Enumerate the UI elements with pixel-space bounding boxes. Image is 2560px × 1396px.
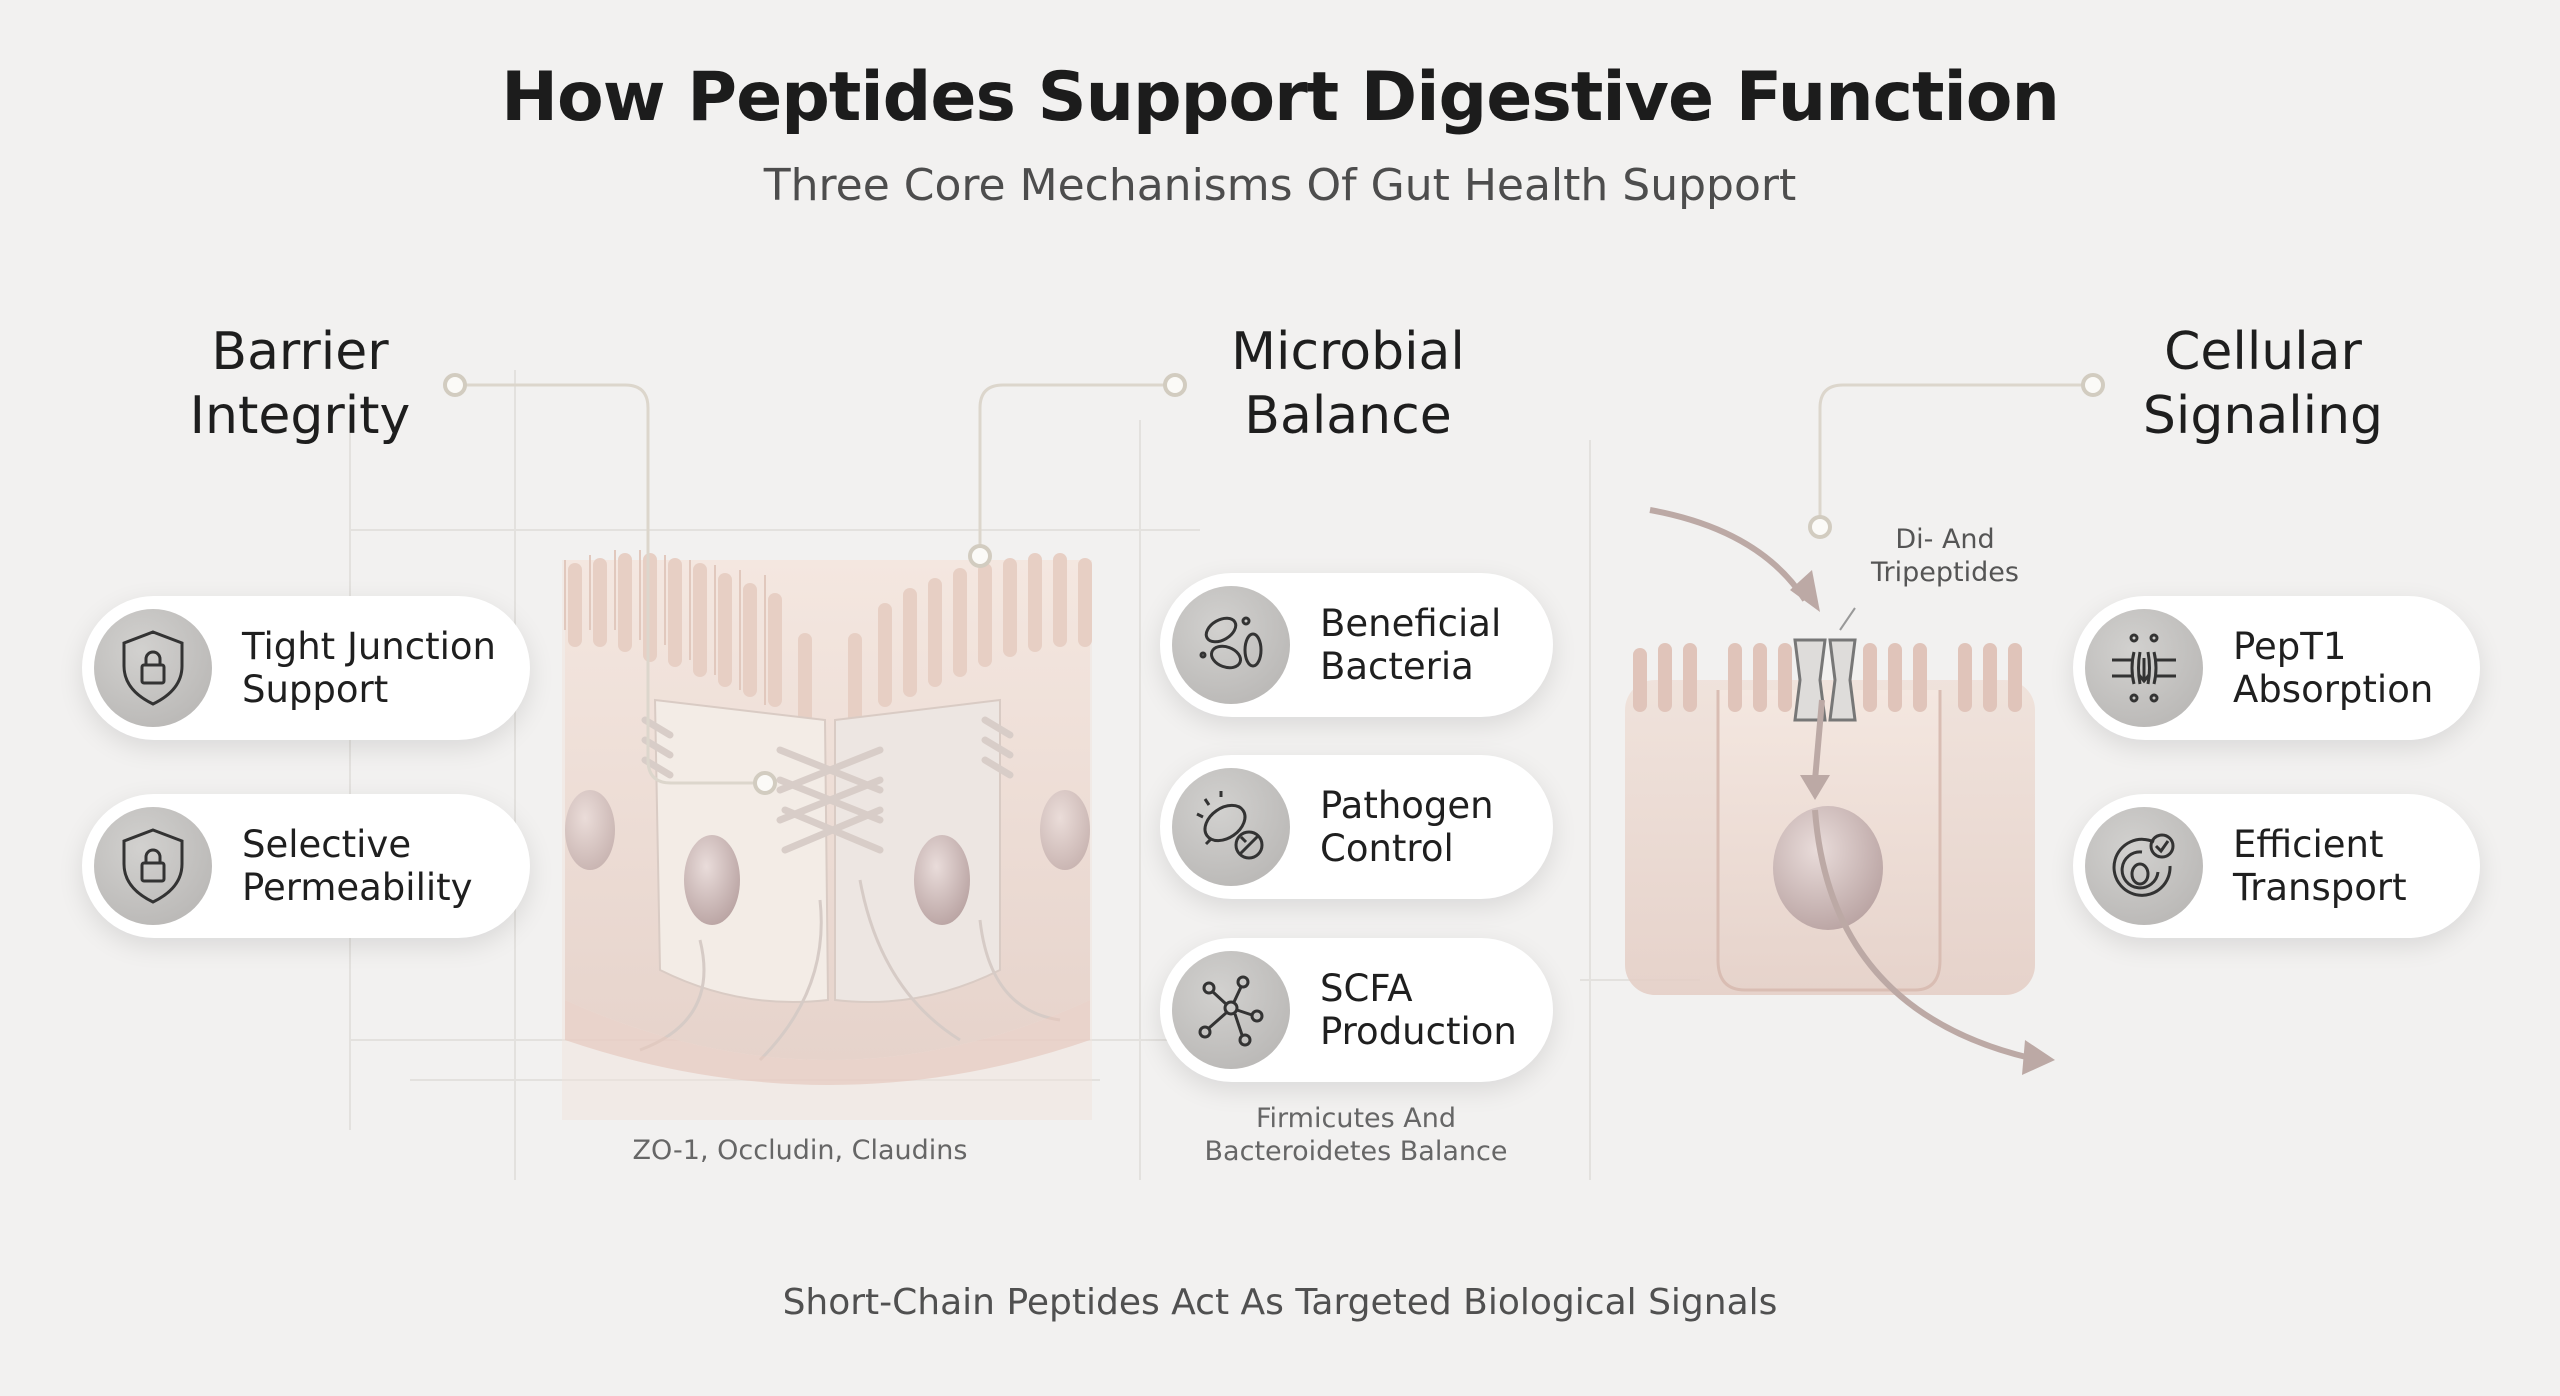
caption-line: Bacteroidetes Balance bbox=[1204, 1136, 1508, 1167]
caption-tight-junction-proteins: ZO-1, Occludin, Claudins bbox=[632, 1135, 968, 1166]
footer-tagline: Short-Chain Peptides Act As Targeted Bio… bbox=[782, 1282, 1778, 1323]
caption-microbiome-balance: Firmicutes And Bacteroidetes Balance bbox=[1106, 1102, 1606, 1168]
label-line: Efficient bbox=[2233, 823, 2384, 866]
heading-line: Barrier bbox=[211, 322, 389, 382]
shield-lock-icon bbox=[94, 807, 212, 925]
cell-check-icon bbox=[2085, 807, 2203, 925]
bacteria-icon bbox=[1172, 586, 1290, 704]
label-line: PepT1 bbox=[2233, 625, 2347, 668]
annotation-line: Di- And bbox=[1895, 524, 1995, 555]
label-line: Selective bbox=[242, 823, 412, 866]
page-subtitle: Three Core Mechanisms Of Gut Health Supp… bbox=[763, 160, 1797, 211]
molecule-icon bbox=[1172, 951, 1290, 1069]
annotation-di-tripeptides: Di- And Tripeptides bbox=[1795, 523, 2095, 589]
label-line: Control bbox=[1320, 827, 1454, 870]
label-line: Permeability bbox=[242, 866, 473, 909]
label-line: SCFA bbox=[1320, 967, 1413, 1010]
label-line: Bacteria bbox=[1320, 645, 1474, 688]
background-grid bbox=[349, 370, 1700, 1180]
label-line: Tight Junction bbox=[242, 625, 496, 668]
caption-line: Firmicutes And bbox=[1255, 1103, 1457, 1134]
heading-line: Balance bbox=[1244, 386, 1452, 446]
enterocyte-illustration bbox=[1625, 607, 2035, 995]
page-title: How Peptides Support Digestive Function bbox=[501, 58, 2060, 137]
epithelium-illustration bbox=[562, 550, 1092, 1120]
heading-barrier-integrity: Barrier Integrity bbox=[50, 320, 550, 448]
label-line: Transport bbox=[2233, 866, 2407, 909]
connector-lines bbox=[455, 383, 2093, 785]
pept1-transporter-icon bbox=[1793, 638, 1827, 722]
pathogen-block-icon bbox=[1172, 768, 1290, 886]
label-line: Support bbox=[242, 668, 389, 711]
heading-microbial-balance: Microbial Balance bbox=[1098, 320, 1598, 448]
label-line: Absorption bbox=[2233, 668, 2434, 711]
heading-line: Integrity bbox=[189, 386, 411, 446]
heading-line: Cellular bbox=[2164, 322, 2362, 382]
heading-cellular-signaling: Cellular Signaling bbox=[2013, 320, 2513, 448]
label-line: Pathogen bbox=[1320, 784, 1494, 827]
connector-dots bbox=[443, 373, 2105, 795]
label-line: Production bbox=[1320, 1010, 1517, 1053]
label-line: Beneficial bbox=[1320, 602, 1502, 645]
absorption-arrows bbox=[1649, 507, 2031, 1061]
transporter-icon bbox=[2085, 609, 2203, 727]
heading-line: Signaling bbox=[2142, 386, 2384, 446]
shield-lock-icon bbox=[94, 609, 212, 727]
heading-line: Microbial bbox=[1231, 322, 1465, 382]
annotation-line: Tripeptides bbox=[1871, 557, 2019, 588]
